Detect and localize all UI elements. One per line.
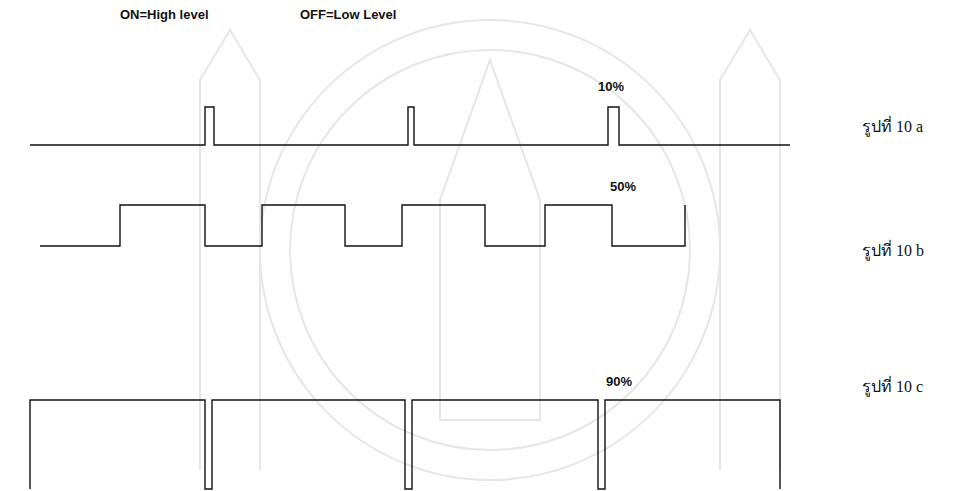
level-legend-text: OFF=Low Level [300,8,396,22]
waveform-10-percent [30,107,790,145]
duty-cycle-label: 10% [598,80,624,94]
duty-cycle-label: 50% [610,180,636,194]
waveform-50-percent [40,205,685,246]
duty-cycle-label: 90% [606,375,632,389]
figure-caption: รูปที่ 10 a [862,118,923,136]
level-legend-text: ON=High level [120,8,209,22]
figure-caption: รูปที่ 10 b [862,242,924,260]
figure-caption: รูปที่ 10 c [862,378,923,396]
seal-watermark [200,20,780,480]
waveform-90-percent [30,400,780,489]
